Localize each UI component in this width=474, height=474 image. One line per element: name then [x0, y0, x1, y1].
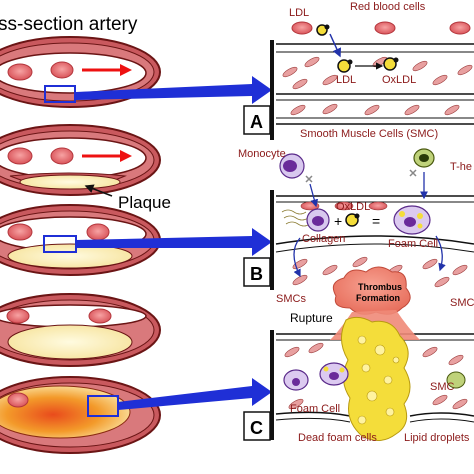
equals-sign: = — [372, 213, 380, 229]
smc-label-c: SMC — [430, 381, 455, 393]
plaque-deposit — [7, 243, 133, 269]
smc-cell — [446, 371, 466, 389]
plaque-deposit — [19, 174, 121, 190]
panel-c-badge — [243, 411, 271, 441]
artery-plaque-advanced — [0, 293, 161, 367]
plaque-label: Plaque — [118, 193, 171, 212]
artery-plaque-early: Plaque — [0, 124, 171, 212]
arrow-to-panel-a — [76, 76, 272, 104]
zoom-box-a — [44, 85, 76, 103]
smc-texture — [284, 342, 468, 410]
panel-b-letter: B — [250, 264, 263, 284]
ldl-label-top: LDL — [289, 7, 309, 19]
red-blood-cell — [50, 61, 74, 79]
smcs-label: SMCs — [276, 293, 306, 305]
oxldl-label-b: OxLDL — [336, 201, 370, 213]
ldl-label-wall: LDL — [336, 74, 356, 86]
panel-c: Rupture Thrombus Formation Foam Cell SMC… — [243, 266, 474, 444]
collagen-fibers — [281, 209, 311, 227]
smc-label-b: SMC — [450, 297, 474, 309]
foam-cell-label-b: Foam Cell — [388, 238, 438, 250]
panel-c-letter: C — [250, 418, 263, 438]
diagram-title: ss-section artery — [0, 14, 138, 35]
thrombus-label: Thrombus — [358, 282, 402, 292]
collagen-label: Collagen — [302, 233, 345, 245]
smc-label: Smooth Muscle Cells (SMC) — [300, 128, 438, 140]
t-helper-label: T-he — [450, 161, 472, 173]
artery-plaque-ruptured — [0, 376, 161, 454]
dead-foam-cells-label: Dead foam cells — [298, 432, 377, 444]
panel-a: LDL Red blood cells LDL OxLDL Smooth Mus… — [243, 1, 474, 140]
connector-arrows — [76, 76, 272, 410]
red-blood-cell — [7, 63, 33, 81]
panel-b-badge — [243, 257, 271, 287]
red-blood-cells-label: Red blood cells — [350, 1, 426, 13]
foam-cell-label-c: Foam Cell — [290, 403, 340, 415]
arrow-to-panel-b — [76, 228, 272, 256]
arrow-to-panel-c — [118, 378, 272, 410]
oxldl-particle — [383, 57, 397, 71]
oxldl-label: OxLDL — [382, 74, 416, 86]
monocyte-label: Monocyte — [238, 148, 286, 160]
flow-arrow — [120, 64, 132, 76]
artery-healthy — [0, 36, 161, 108]
rupture-label: Rupture — [290, 311, 333, 325]
lipid-core — [341, 316, 411, 441]
plaque-deposit — [7, 324, 133, 360]
panel-b: Monocyte T-he OxLDL + = Collagen Foam Ce… — [238, 148, 474, 309]
panel-a-badge — [243, 105, 271, 135]
ldl-particle — [316, 24, 328, 36]
ldl-particle — [337, 59, 351, 73]
plus-sign: + — [334, 213, 342, 229]
panel-a-letter: A — [250, 112, 263, 132]
formation-label: Formation — [356, 293, 400, 303]
lipid-droplets-label: Lipid droplets — [404, 432, 470, 444]
smc-texture — [282, 56, 473, 116]
ruptured-plaque — [0, 385, 131, 439]
